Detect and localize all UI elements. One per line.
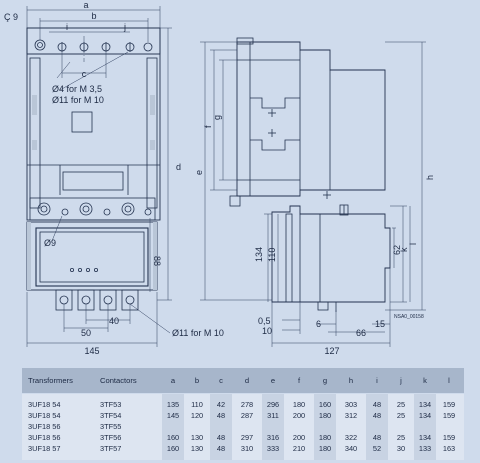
indicator-dots bbox=[70, 267, 99, 272]
header-c: c bbox=[219, 376, 223, 385]
dim-f: f bbox=[203, 125, 213, 128]
header-i: i bbox=[376, 376, 378, 385]
transformer-terminals bbox=[55, 289, 139, 311]
dim-88: 88 bbox=[152, 256, 162, 266]
dim-l: l bbox=[408, 243, 418, 245]
header-h: h bbox=[348, 376, 354, 385]
technical-drawing: a b i j c d Ç 9 Ø4 for M 3,5 Ø11 for M 1… bbox=[4, 0, 435, 356]
table-row: 3UF18 56 3TF56 160 130 48 297 316 200 18… bbox=[28, 433, 456, 442]
dim-134: 134 bbox=[254, 247, 264, 262]
header-transformers: Transformers bbox=[28, 376, 73, 385]
header-g: g bbox=[322, 376, 328, 385]
bottom-terminal-screws bbox=[37, 202, 152, 216]
front-labels: a b i j c d Ç 9 Ø4 for M 3,5 Ø11 for M 1… bbox=[4, 0, 224, 356]
side-labels: e f g h l k 134 110 62 0,5 10 6 15 66 12… bbox=[194, 115, 435, 356]
dim-g: g bbox=[212, 115, 222, 120]
drawing-reference: NSA0_00158 bbox=[394, 314, 424, 320]
front-view bbox=[26, 6, 172, 347]
note-phi4: Ø4 for M 3,5 bbox=[52, 84, 102, 94]
header-j: j bbox=[400, 376, 402, 385]
dim-0-5: 0,5 bbox=[258, 316, 271, 326]
table-row: 3UF18 57 3TF57 160 130 48 310 333 210 18… bbox=[28, 444, 456, 453]
dim-15: 15 bbox=[375, 319, 385, 329]
dim-40: 40 bbox=[109, 316, 119, 326]
dim-10: 10 bbox=[262, 326, 272, 336]
header-l: l bbox=[448, 376, 450, 385]
dim-h: h bbox=[425, 175, 435, 180]
note-phi9: Ø9 bbox=[44, 238, 56, 248]
header-contactors: Contactors bbox=[100, 376, 137, 385]
table-body: 3UF18 54 3TF53 135 110 42 278 296 180 16… bbox=[22, 394, 464, 460]
table-row: 3UF18 54 3TF54 145 120 48 287 311 200 18… bbox=[28, 411, 456, 420]
dim-50: 50 bbox=[81, 328, 91, 338]
header-d: d bbox=[244, 376, 250, 385]
dim-110: 110 bbox=[267, 248, 277, 262]
note-c9: Ç 9 bbox=[4, 12, 18, 22]
dim-6: 6 bbox=[316, 319, 321, 329]
table-row: 3UF18 54 3TF53 135 110 42 278 296 180 16… bbox=[28, 400, 456, 409]
header-k: k bbox=[423, 376, 427, 385]
dim-j: j bbox=[123, 22, 126, 32]
header-a: a bbox=[170, 376, 176, 385]
header-e: e bbox=[270, 376, 276, 385]
dim-e: e bbox=[194, 170, 204, 175]
dim-66: 66 bbox=[356, 328, 366, 338]
dim-k: k bbox=[399, 247, 409, 252]
side-view bbox=[200, 37, 426, 347]
dim-62: 62 bbox=[392, 245, 402, 255]
dim-i: i bbox=[66, 22, 68, 32]
dim-a: a bbox=[83, 0, 88, 10]
dim-127: 127 bbox=[324, 346, 339, 356]
side-screws bbox=[268, 109, 331, 199]
dim-b: b bbox=[91, 11, 96, 21]
note-phi11b: Ø11 for M 10 bbox=[172, 328, 224, 338]
table-header: Transformers Contactors a b c d e f g h … bbox=[22, 368, 464, 393]
header-b: b bbox=[194, 376, 200, 385]
header-f: f bbox=[297, 376, 301, 385]
dim-145: 145 bbox=[84, 346, 99, 356]
dim-d: d bbox=[176, 162, 181, 172]
note-phi11a: Ø11 for M 10 bbox=[52, 95, 104, 105]
dimensions-table: Transformers Contactors a b c d e f g h … bbox=[22, 368, 464, 460]
table-row: 3UF18 56 3TF55 bbox=[28, 422, 122, 431]
dim-c: c bbox=[82, 69, 87, 79]
